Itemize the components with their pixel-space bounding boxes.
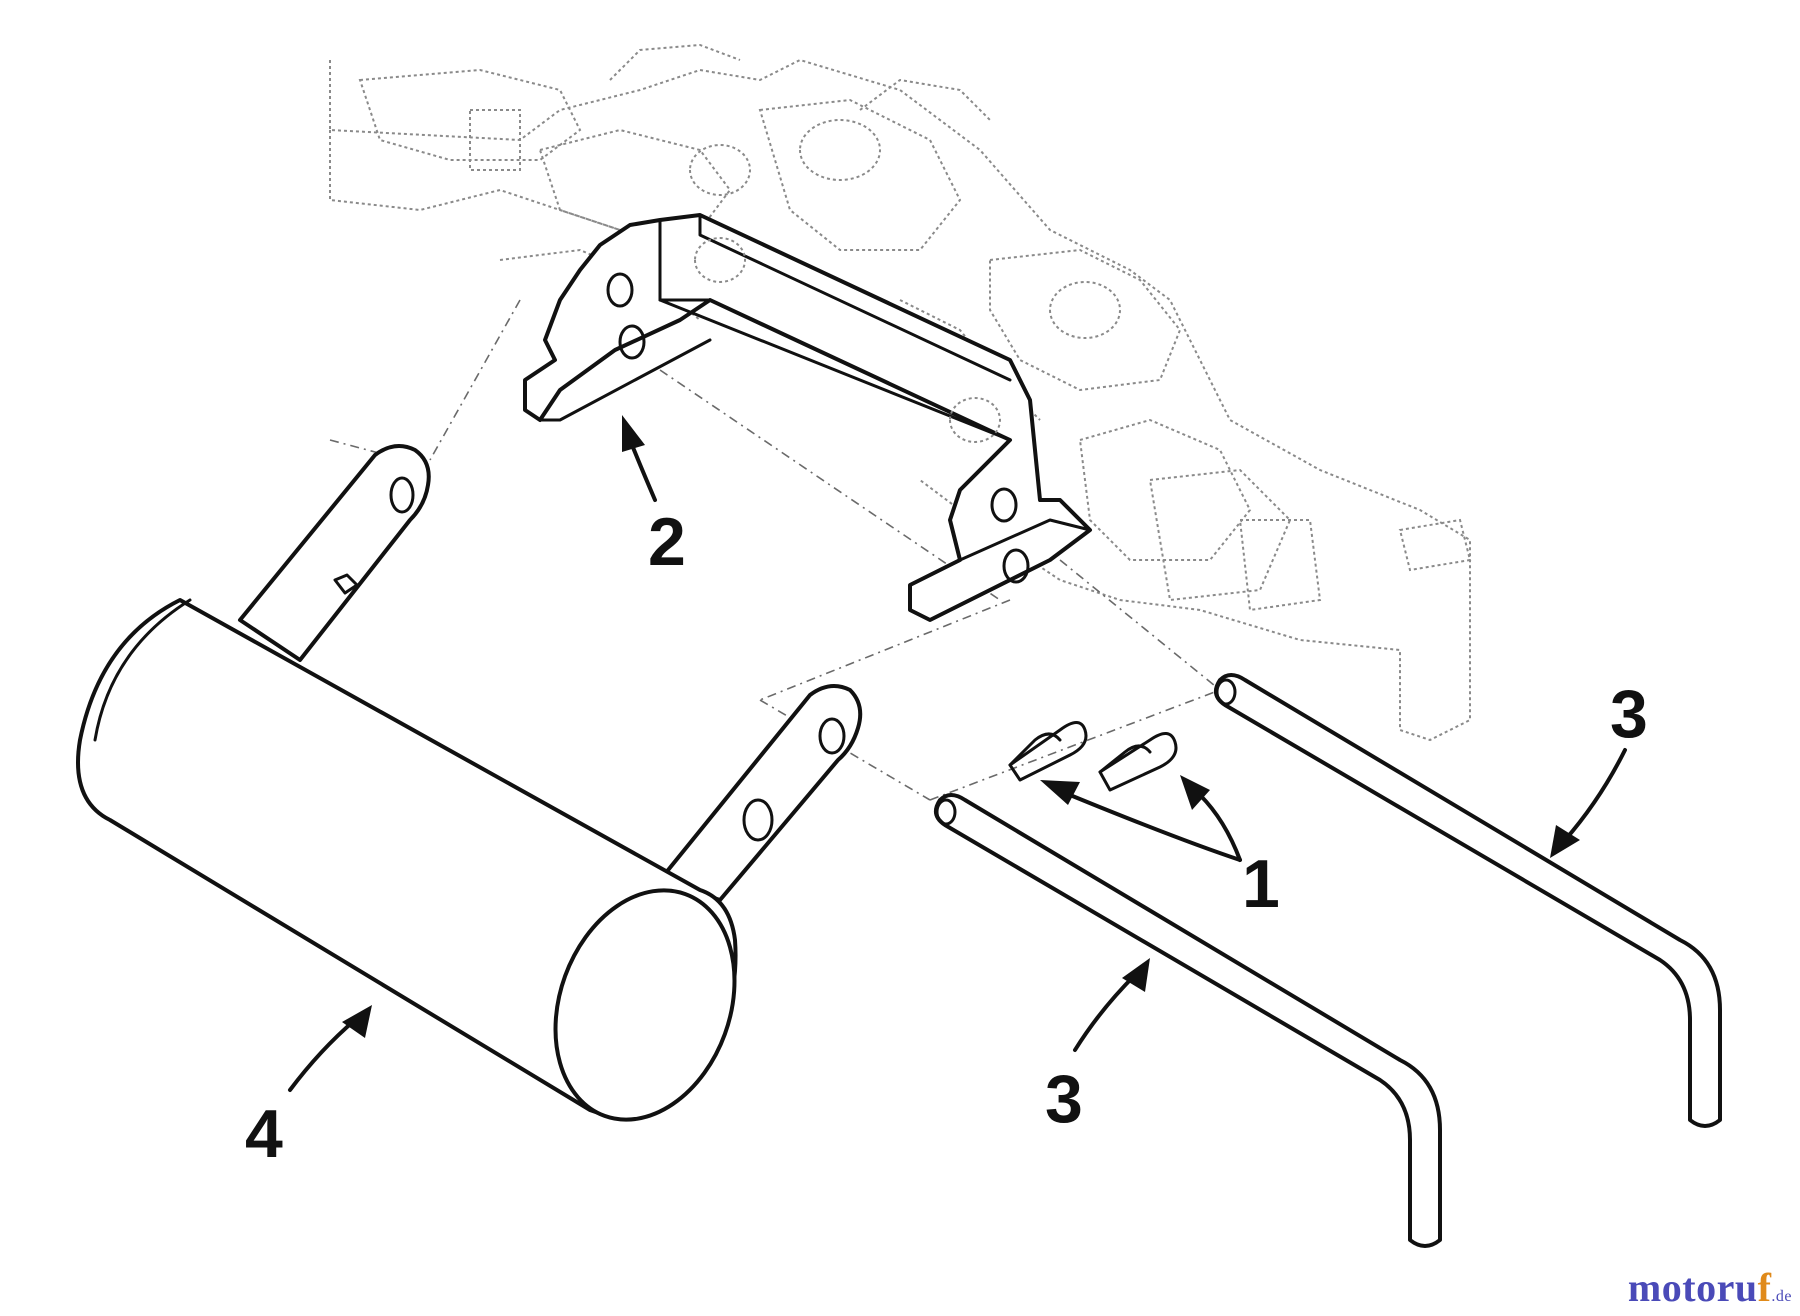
callout-arrows	[288, 415, 1627, 1092]
assembly-leader-lines	[329, 299, 1221, 801]
tractor-frame-ghost	[329, 43, 1472, 742]
watermark-tld: .de	[1771, 1288, 1792, 1305]
l-pin-part-3-front	[934, 793, 1442, 1248]
callout-label-4: 4	[245, 1096, 283, 1172]
hitch-pin-clips-part-1	[1008, 721, 1178, 792]
roller-drum-part-4	[76, 444, 863, 1122]
callout-label-1: 1	[1242, 846, 1280, 922]
l-pin-part-3-rear	[1214, 673, 1722, 1128]
watermark-logo: motoruf.de	[1628, 1268, 1792, 1308]
callout-label-3-rear: 3	[1610, 676, 1648, 752]
callout-label-2: 2	[648, 504, 686, 580]
callout-label-3-front: 3	[1045, 1061, 1083, 1137]
bracket-part-2	[523, 213, 1092, 622]
watermark-brand-main: motoru	[1627, 1265, 1758, 1310]
watermark-brand-accent: f	[1757, 1265, 1772, 1310]
